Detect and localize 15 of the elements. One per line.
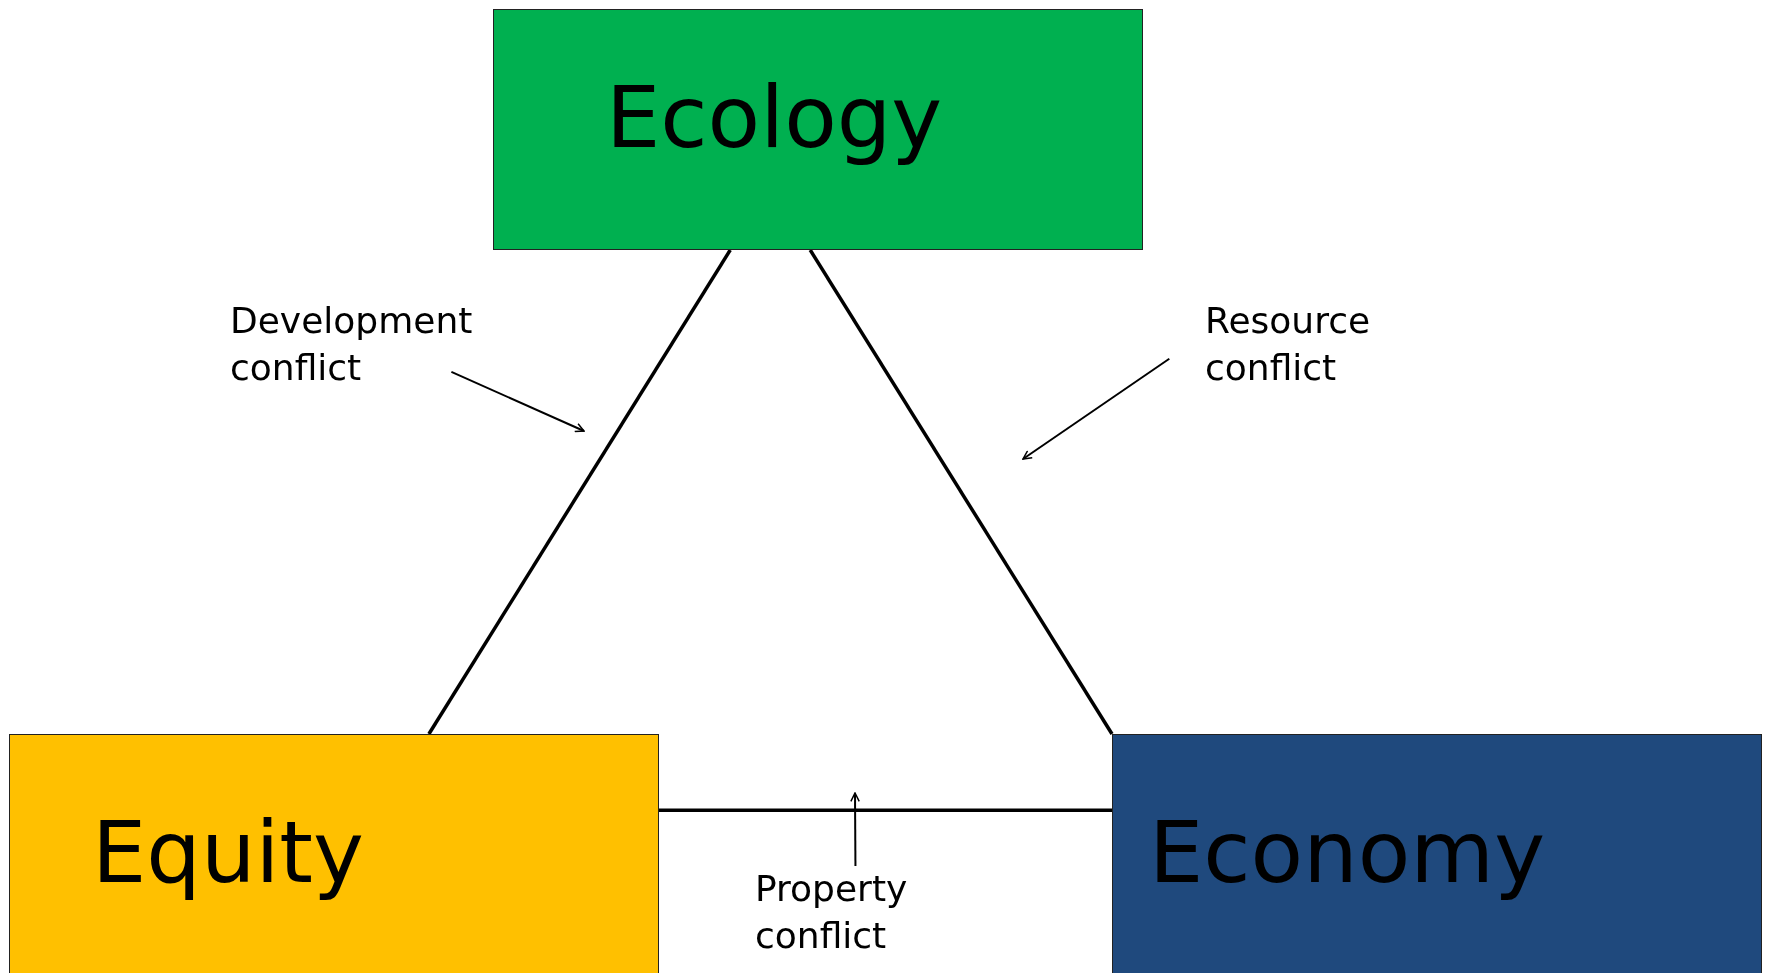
connector-line [808, 249, 1114, 735]
connector-line [427, 249, 732, 735]
box-label: Equity [92, 805, 364, 904]
economy-box [1112, 734, 1762, 973]
leader-arrow [850, 792, 860, 867]
connector-line [659, 808, 1112, 812]
conflict-label: Development conflict [230, 298, 500, 392]
box-label: Economy [1149, 805, 1546, 904]
equity-box [9, 734, 659, 973]
leader-arrow [1022, 357, 1171, 460]
leader-arrow [450, 370, 585, 433]
conflict-label: Resource conflict [1205, 298, 1415, 392]
box-label: Ecology [606, 70, 943, 169]
ecology-box [493, 9, 1143, 250]
conflict-label: Property conflict [755, 866, 960, 960]
